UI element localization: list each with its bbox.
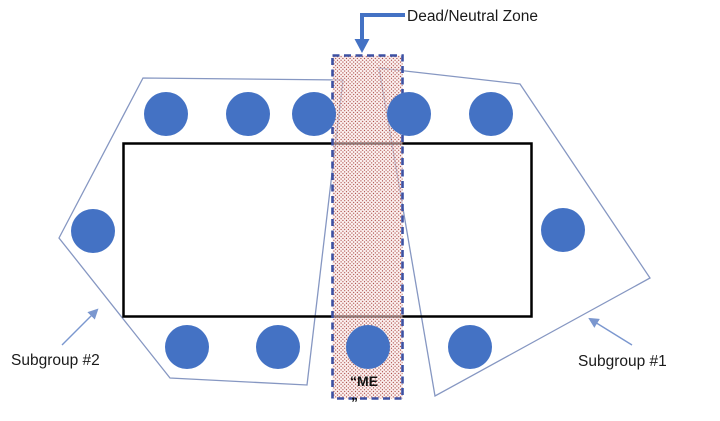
subgroup-1-label: Subgroup #1 [578, 353, 667, 370]
subgroup-2-label: Subgroup #2 [11, 352, 100, 369]
person-seat-10 [346, 325, 390, 369]
person-seat-9 [256, 325, 300, 369]
me-label-wrapped-quote: „ [351, 387, 358, 403]
person-seat-4 [387, 92, 431, 136]
person-seat-8 [165, 325, 209, 369]
person-seat-3 [292, 92, 336, 136]
zone-label: Dead/Neutral Zone [407, 8, 538, 25]
person-seat-5 [469, 92, 513, 136]
seats [71, 92, 585, 369]
person-seat-6 [71, 209, 115, 253]
zone-pointer-arrow [354, 13, 405, 53]
conference-table [122, 142, 533, 318]
subgroup-1-outline [378, 67, 651, 398]
subgroup-1-arrow [588, 317, 633, 346]
person-seat-7 [541, 208, 585, 252]
subgroup-2-arrow [61, 308, 99, 346]
person-seat-11 [448, 325, 492, 369]
subgroup-2-outline [58, 77, 344, 386]
person-seat-2 [226, 92, 270, 136]
arrow-down-icon [354, 39, 370, 53]
me-label: “ME [350, 373, 378, 389]
person-seat-1 [144, 92, 188, 136]
